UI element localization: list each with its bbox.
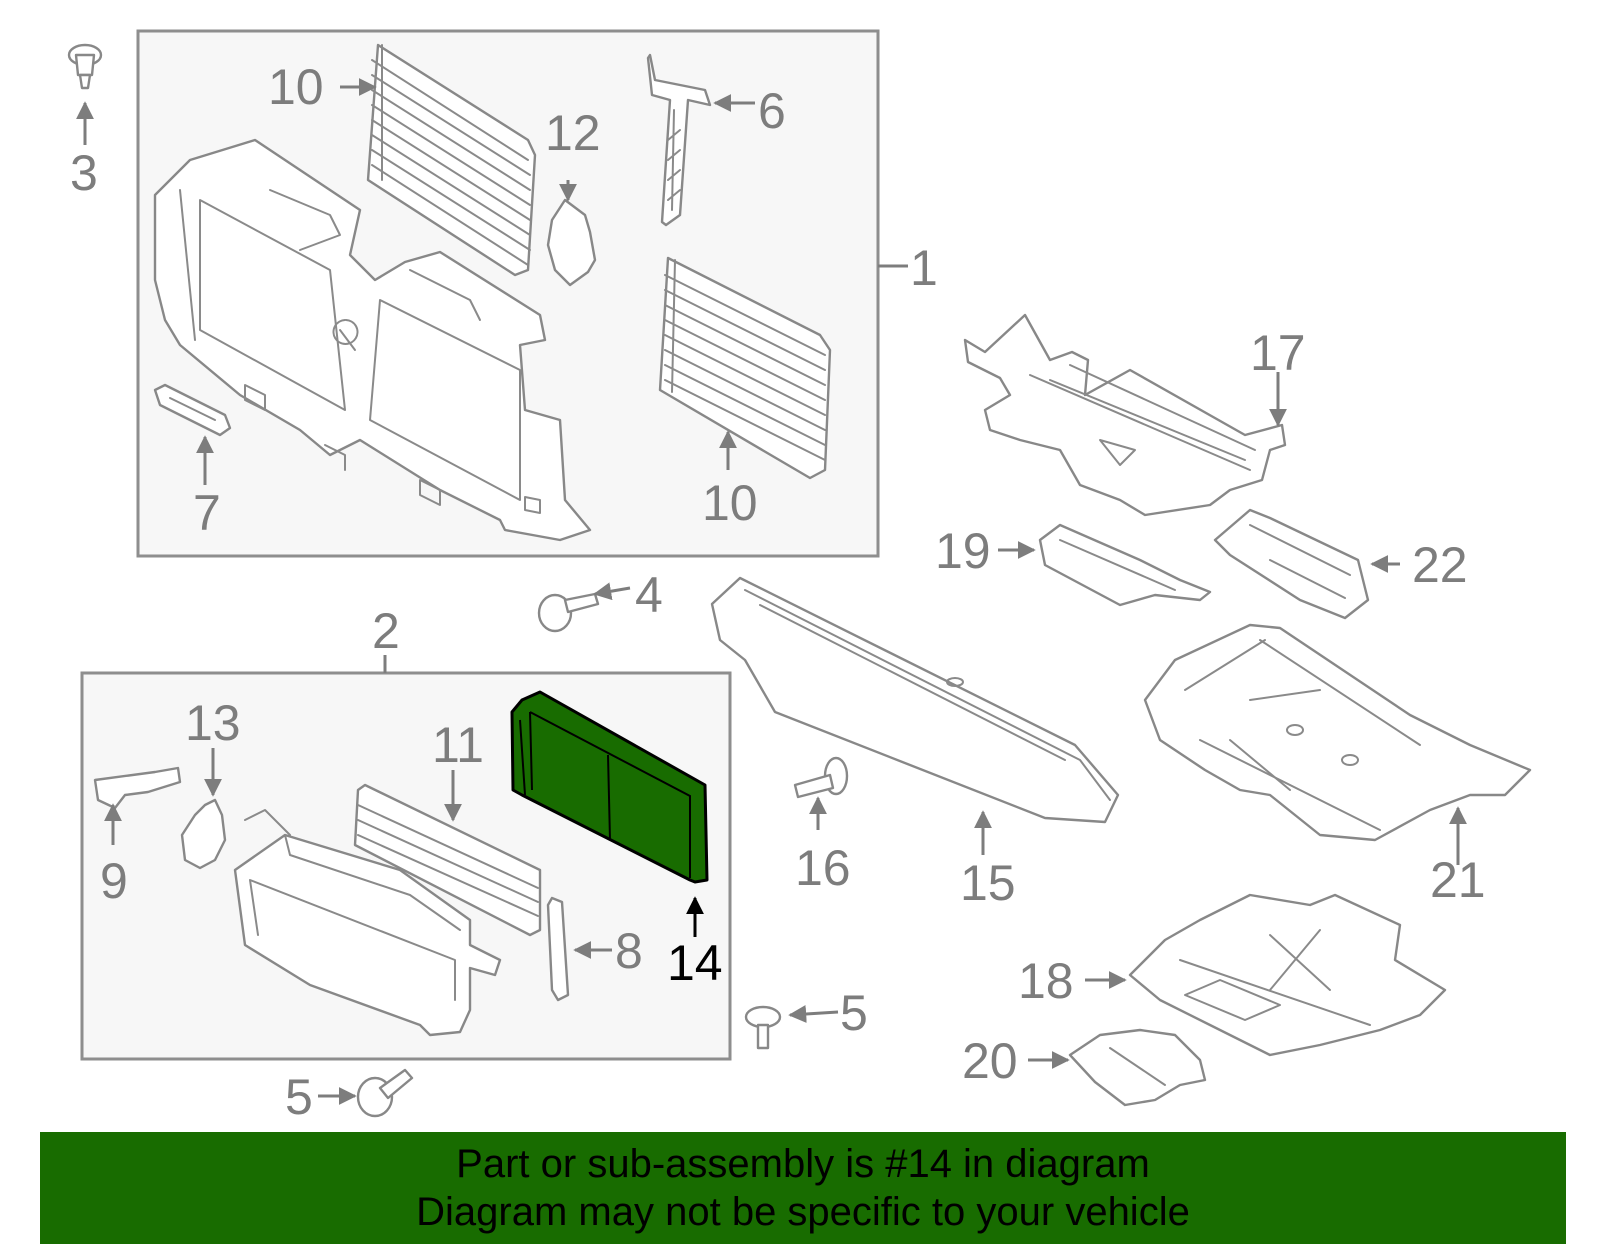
bracket-6-part: [646, 53, 712, 227]
callout-label-15: 15: [960, 855, 1016, 911]
shield-21-part: [1143, 623, 1532, 842]
callout-label-5-bottom: 5: [285, 1069, 313, 1125]
callout-label-16: 16: [795, 840, 851, 896]
shield-19-part: [1038, 523, 1212, 607]
callout-label-18: 18: [1018, 953, 1074, 1009]
callout-label-10-upper: 10: [268, 59, 324, 115]
callout-label-9: 9: [100, 853, 128, 909]
bracket-8-part: [546, 896, 570, 1002]
callout-label-1: 1: [910, 240, 938, 296]
shield-17-part: [963, 313, 1287, 517]
callout-label-20: 20: [962, 1033, 1018, 1089]
shield-22-part: [1213, 508, 1370, 620]
callout-label-3: 3: [70, 145, 98, 201]
seal-7-part: [153, 383, 232, 437]
callout-label-14: 14: [667, 935, 723, 991]
callout-labels: 3 10 12 6 1 7 10 17 19 22 4 2 13 11 9 16…: [70, 59, 1486, 1125]
callout-label-19: 19: [935, 523, 991, 579]
callout-label-22: 22: [1412, 537, 1468, 593]
bracket-12-part: [546, 198, 597, 287]
bolt-5-right-part: [744, 1005, 782, 1050]
shield-15-part: [710, 576, 1120, 824]
shield-18-part: [1128, 893, 1447, 1057]
shutter-11-part: [353, 783, 542, 937]
callout-label-17: 17: [1250, 325, 1306, 381]
callout-label-13: 13: [185, 695, 241, 751]
air-duct-part: [233, 809, 502, 1037]
clip-3-part: [67, 43, 103, 90]
shield-20-part: [1068, 1028, 1207, 1107]
shutter-frame-part: [153, 138, 592, 542]
shutter-lower-part: [658, 256, 832, 480]
callout-arrows: [76, 78, 1467, 1105]
callout-label-6: 6: [758, 83, 786, 139]
pin-16-part: [793, 756, 849, 799]
bolt-4-part: [537, 592, 600, 633]
callout-label-4: 4: [635, 567, 663, 623]
banner-line-disclaimer: Diagram may not be specific to your vehi…: [416, 1190, 1190, 1234]
callout-label-2: 2: [372, 603, 400, 659]
callout-label-5-right: 5: [840, 985, 868, 1041]
callout-label-8: 8: [615, 923, 643, 979]
shutter-upper-part: [366, 43, 537, 277]
callout-label-10-lower: 10: [702, 475, 758, 531]
bolt-5-bottom-part: [356, 1068, 414, 1118]
banner-line-part-number: Part or sub-assembly is #14 in diagram: [456, 1142, 1150, 1186]
deflector-14-highlighted-part: [510, 690, 709, 884]
info-banner: Part or sub-assembly is #14 in diagram D…: [40, 1132, 1566, 1244]
callout-label-21: 21: [1430, 852, 1486, 908]
callout-label-7: 7: [193, 485, 221, 541]
bracket-13-part: [180, 798, 227, 870]
callout-label-12: 12: [545, 105, 601, 161]
callout-label-11: 11: [432, 717, 484, 773]
clip-9-part: [93, 766, 182, 810]
